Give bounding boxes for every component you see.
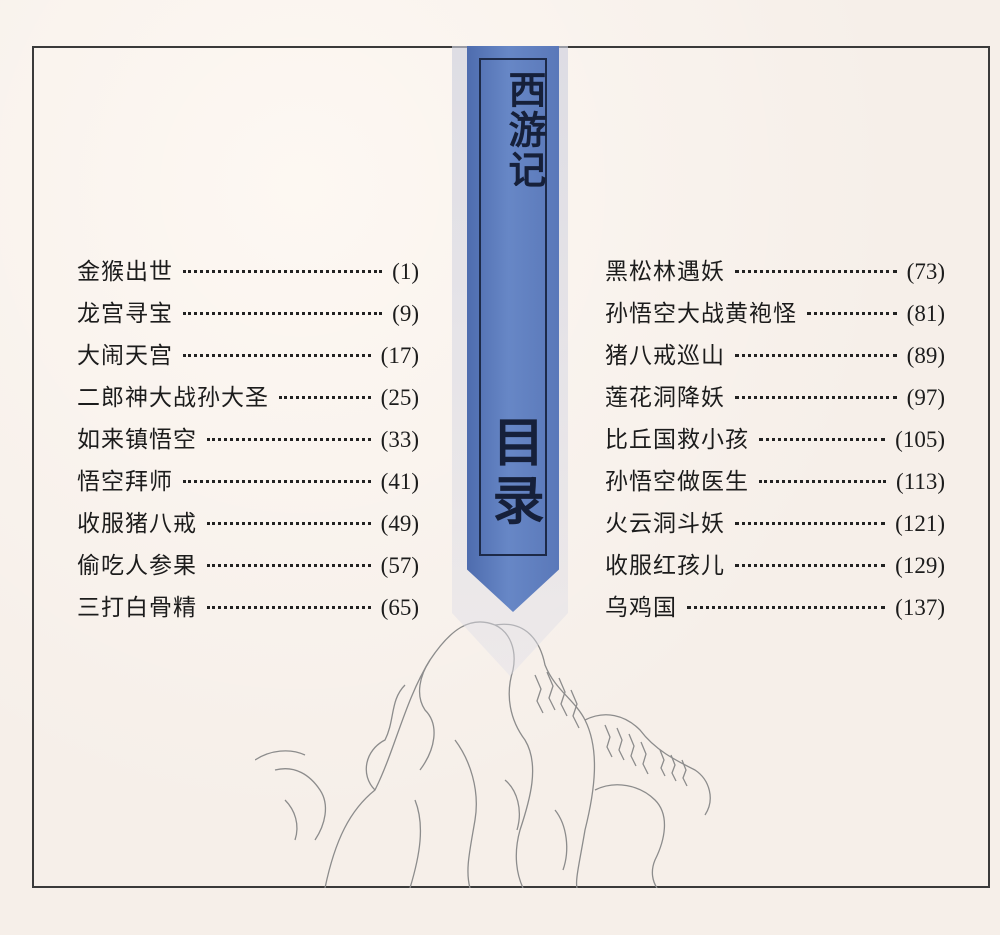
toc-entry[interactable]: 龙宫寻宝 (9) bbox=[77, 294, 419, 336]
toc-entry-title: 大闹天宫 bbox=[77, 343, 173, 369]
toc-entry-title: 三打白骨精 bbox=[77, 595, 197, 621]
toc-entry[interactable]: 黑松林遇妖 (73) bbox=[605, 252, 945, 294]
contents-heading-char: 目 bbox=[483, 415, 544, 473]
toc-entry-title: 比丘国救小孩 bbox=[605, 427, 749, 453]
toc-leader-dots bbox=[735, 270, 897, 273]
toc-leader-dots bbox=[207, 606, 371, 609]
book-title: 西游记 bbox=[479, 70, 547, 190]
toc-entry-page: (137) bbox=[895, 595, 945, 620]
toc-entry[interactable]: 猪八戒巡山 (89) bbox=[605, 336, 945, 378]
toc-entry-page: (17) bbox=[380, 343, 419, 368]
toc-leader-dots bbox=[207, 564, 371, 567]
book-title-char: 记 bbox=[502, 150, 547, 190]
toc-entry-page: (41) bbox=[380, 469, 419, 494]
toc-entry-page: (49) bbox=[380, 511, 419, 536]
toc-entry-title: 悟空拜师 bbox=[77, 469, 173, 495]
toc-leader-dots bbox=[735, 396, 897, 399]
toc-entry[interactable]: 收服猪八戒 (49) bbox=[77, 504, 419, 546]
toc-entry-title: 金猴出世 bbox=[77, 259, 173, 285]
title-ribbon bbox=[467, 46, 559, 612]
toc-entry-page: (9) bbox=[392, 301, 419, 326]
toc-leader-dots bbox=[207, 438, 371, 441]
toc-entry-title: 猪八戒巡山 bbox=[605, 343, 725, 369]
toc-entry[interactable]: 收服红孩儿 (129) bbox=[605, 546, 945, 588]
toc-entry-page: (97) bbox=[906, 385, 945, 410]
toc-entry-title: 孙悟空做医生 bbox=[605, 469, 749, 495]
toc-leader-dots bbox=[735, 564, 886, 567]
toc-leader-dots bbox=[759, 480, 887, 483]
toc-entry-title: 如来镇悟空 bbox=[77, 427, 197, 453]
toc-leader-dots bbox=[183, 354, 371, 357]
toc-entry-title: 黑松林遇妖 bbox=[605, 259, 725, 285]
toc-entry-page: (57) bbox=[380, 553, 419, 578]
toc-entry-title: 二郎神大战孙大圣 bbox=[77, 385, 269, 411]
toc-entry[interactable]: 孙悟空做医生 (113) bbox=[605, 462, 945, 504]
toc-leader-dots bbox=[183, 312, 383, 315]
toc-entry[interactable]: 乌鸡国 (137) bbox=[605, 588, 945, 630]
toc-entry-page: (65) bbox=[380, 595, 419, 620]
toc-leader-dots bbox=[759, 438, 886, 441]
toc-entry-title: 龙宫寻宝 bbox=[77, 301, 173, 327]
contents-heading: 目录 bbox=[479, 415, 547, 545]
toc-left-column: 金猴出世 (1) 龙宫寻宝 (9) 大闹天宫 (17) 二郎神大战孙大圣 (25) 如来… bbox=[77, 252, 419, 630]
toc-entry[interactable]: 火云洞斗妖 (121) bbox=[605, 504, 945, 546]
toc-leader-dots bbox=[735, 354, 897, 357]
toc-entry-page: (25) bbox=[380, 385, 419, 410]
toc-entry-title: 孙悟空大战黄袍怪 bbox=[605, 301, 797, 327]
contents-heading-char: 录 bbox=[483, 473, 544, 531]
toc-entry-title: 收服红孩儿 bbox=[605, 553, 725, 579]
toc-entry[interactable]: 金猴出世 (1) bbox=[77, 252, 419, 294]
toc-entry-page: (89) bbox=[906, 343, 945, 368]
toc-entry[interactable]: 二郎神大战孙大圣 (25) bbox=[77, 378, 419, 420]
toc-leader-dots bbox=[279, 396, 371, 399]
book-title-char: 西 bbox=[502, 70, 547, 110]
toc-entry-page: (81) bbox=[906, 301, 945, 326]
toc-entry-title: 偷吃人参果 bbox=[77, 553, 197, 579]
toc-entry-page: (33) bbox=[380, 427, 419, 452]
toc-entry-page: (105) bbox=[895, 427, 945, 452]
toc-leader-dots bbox=[687, 606, 886, 609]
toc-entry[interactable]: 比丘国救小孩 (105) bbox=[605, 420, 945, 462]
toc-entry[interactable]: 偷吃人参果 (57) bbox=[77, 546, 419, 588]
toc-leader-dots bbox=[183, 480, 371, 483]
toc-leader-dots bbox=[735, 522, 886, 525]
toc-entry-page: (121) bbox=[895, 511, 945, 536]
toc-entry-page: (73) bbox=[906, 259, 945, 284]
toc-entry-page: (113) bbox=[896, 469, 945, 494]
toc-entry-page: (129) bbox=[895, 553, 945, 578]
toc-entry-title: 乌鸡国 bbox=[605, 595, 677, 621]
book-title-char: 游 bbox=[502, 110, 547, 150]
toc-entry-title: 火云洞斗妖 bbox=[605, 511, 725, 537]
toc-entry[interactable]: 如来镇悟空 (33) bbox=[77, 420, 419, 462]
contents-heading-text: 目录 bbox=[482, 415, 544, 531]
toc-entry[interactable]: 孙悟空大战黄袍怪 (81) bbox=[605, 294, 945, 336]
toc-leader-dots bbox=[807, 312, 897, 315]
toc-entry-title: 莲花洞降妖 bbox=[605, 385, 725, 411]
toc-entry[interactable]: 三打白骨精 (65) bbox=[77, 588, 419, 630]
toc-entry-title: 收服猪八戒 bbox=[77, 511, 197, 537]
ribbon-border bbox=[479, 58, 547, 556]
toc-entry[interactable]: 大闹天宫 (17) bbox=[77, 336, 419, 378]
toc-leader-dots bbox=[183, 270, 383, 273]
toc-leader-dots bbox=[207, 522, 371, 525]
toc-entry[interactable]: 莲花洞降妖 (97) bbox=[605, 378, 945, 420]
book-title-text: 西游记 bbox=[479, 70, 547, 190]
toc-entry-page: (1) bbox=[392, 259, 419, 284]
toc-entry[interactable]: 悟空拜师 (41) bbox=[77, 462, 419, 504]
toc-right-column: 黑松林遇妖 (73) 孙悟空大战黄袍怪 (81) 猪八戒巡山 (89) 莲花洞降妖 (9… bbox=[605, 252, 945, 630]
